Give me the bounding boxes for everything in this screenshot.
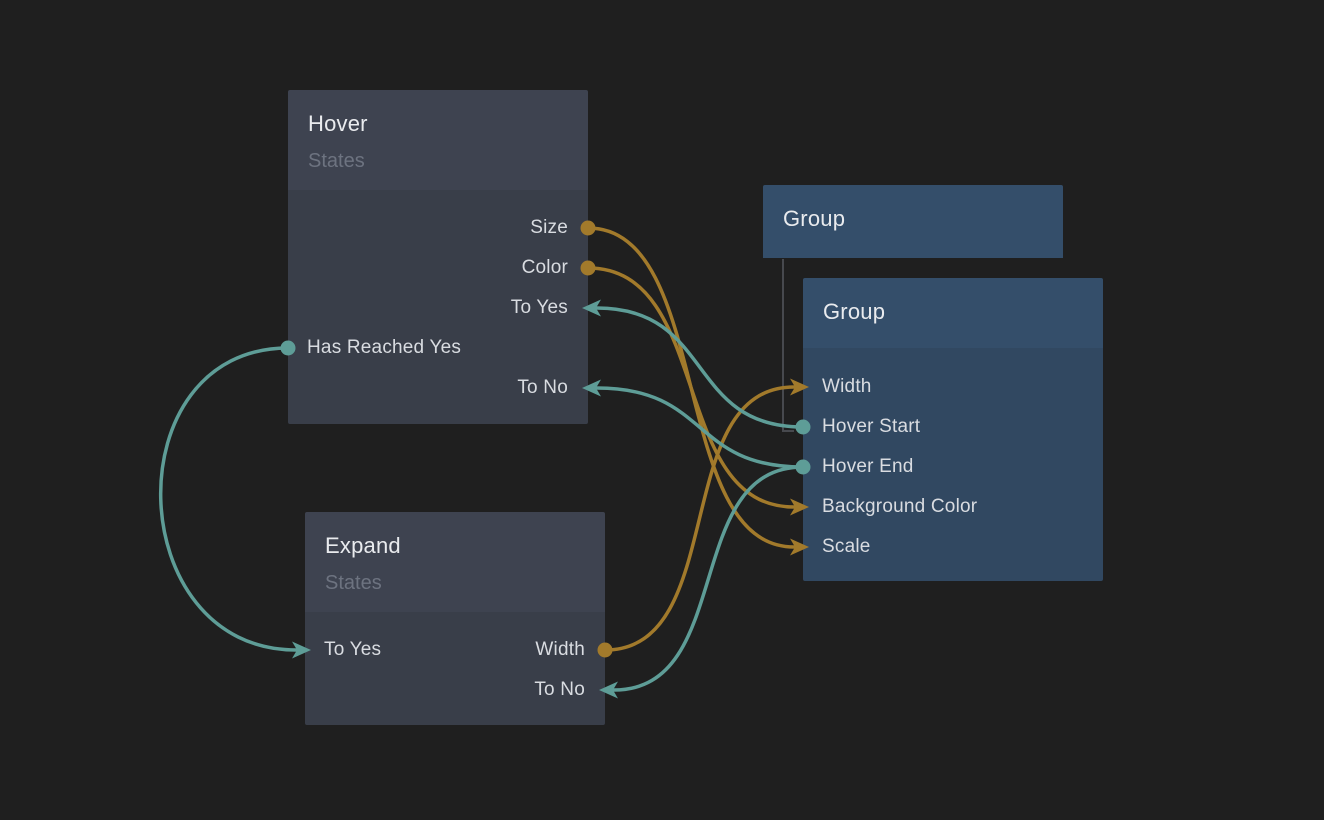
wire-group-hover-end-to-hover-to-no[interactable]: [595, 386, 805, 469]
node-hover-body: [288, 190, 588, 424]
port-arrow-expand-to-yes-icon[interactable]: [292, 641, 311, 659]
port-dot-hover-color[interactable]: [580, 260, 596, 276]
wire-expand-width-to-group-width[interactable]: [603, 385, 796, 652]
port-dot-expand-width[interactable]: [597, 642, 613, 658]
port-label-group-width: Width: [822, 376, 872, 397]
node-title: Hover: [308, 111, 368, 136]
port-label-hover-to-yes: To Yes: [510, 297, 568, 318]
port-dot-hover-size[interactable]: [580, 220, 596, 236]
wire-hover-has-reached-yes-to-expand-to-yes[interactable]: [159, 346, 298, 652]
wire-group-hover-end-to-expand-to-no[interactable]: [612, 465, 805, 692]
port-label-hover-size: Size: [530, 217, 568, 238]
port-label-group-scale: Scale: [822, 536, 871, 557]
node-title: Group: [783, 206, 846, 231]
port-arrow-hover-to-yes-icon[interactable]: [582, 299, 601, 317]
node-group-parent-header[interactable]: Group: [763, 185, 1063, 258]
port-label-expand-width: Width: [535, 639, 585, 660]
node-group-body: [803, 348, 1103, 581]
port-dot-group-hover-end[interactable]: [795, 459, 811, 475]
port-arrow-group-scale-icon[interactable]: [790, 538, 809, 556]
port-label-hover-color: Color: [521, 257, 568, 278]
port-arrow-hover-to-no-icon[interactable]: [582, 379, 601, 397]
port-arrow-expand-to-no-icon[interactable]: [599, 681, 618, 699]
node-title: Group: [823, 299, 886, 324]
node-expand-header[interactable]: Expand States: [305, 512, 605, 612]
node-group-parent[interactable]: Group: [763, 185, 1063, 258]
port-dot-hover-has-reached-yes[interactable]: [280, 340, 296, 356]
port-dot-group-hover-start[interactable]: [795, 419, 811, 435]
hierarchy-line-group-parent-to-group: [782, 259, 794, 432]
wire-group-hover-start-to-hover-to-yes[interactable]: [595, 306, 805, 429]
port-label-hover-to-no: To No: [517, 377, 568, 398]
node-expand-body: [305, 612, 605, 725]
node-subtitle: States: [308, 150, 365, 172]
node-title: Expand: [325, 533, 401, 558]
port-arrow-group-width-icon[interactable]: [790, 378, 809, 396]
node-group-header[interactable]: Group: [803, 278, 1103, 348]
port-label-expand-to-yes: To Yes: [324, 639, 382, 660]
port-label-group-hover-end: Hover End: [822, 456, 914, 477]
wire-hover-color-to-group-background-color[interactable]: [586, 266, 796, 509]
port-label-hover-has-reached-yes: Has Reached Yes: [307, 337, 462, 358]
node-subtitle: States: [325, 572, 382, 594]
port-label-group-background-color: Background Color: [822, 496, 978, 517]
node-hover-header[interactable]: Hover States: [288, 90, 588, 190]
port-label-expand-to-no: To No: [534, 679, 585, 700]
port-label-group-hover-start: Hover Start: [822, 416, 921, 437]
port-arrow-group-background-color-icon[interactable]: [790, 498, 809, 516]
node-expand[interactable]: Expand States To Yes Width To No: [305, 512, 605, 725]
